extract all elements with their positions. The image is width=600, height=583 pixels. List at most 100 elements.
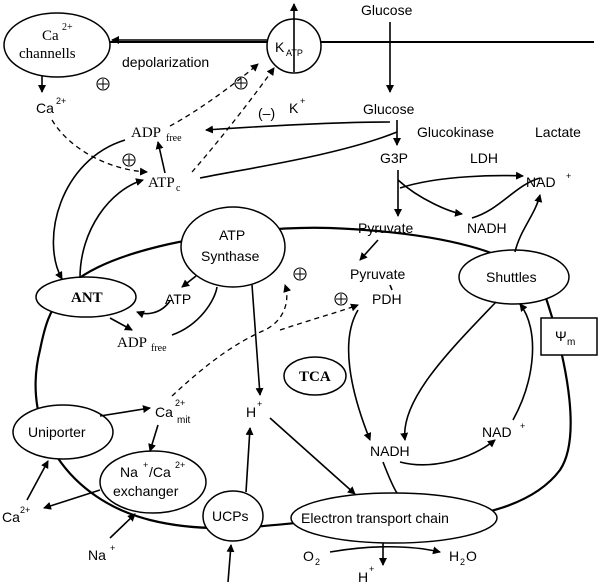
positive-regulation-icon [122, 153, 136, 167]
dash-camit-pdh [279, 303, 359, 331]
atp-synthase-node [180, 206, 286, 288]
arrow-atp-adp [155, 141, 166, 174]
arrow-nad-shuttles [512, 303, 534, 421]
pyruvate-cyto-label: Pyruvate [358, 220, 413, 236]
adp-free-mito-label: ADP [117, 335, 147, 351]
arrow-pyruvate-pdh [389, 284, 393, 291]
glucose-label: Glucose [363, 101, 415, 117]
arrow-ant-adp [109, 317, 133, 331]
exchanger-label-ca: /Ca [149, 464, 171, 480]
ucps-node [202, 490, 264, 542]
h-plus-out-sup: + [369, 564, 374, 574]
arrow-h-etc [269, 417, 356, 495]
exchanger-label-na: Na [120, 464, 138, 480]
na-plus-sup: + [110, 543, 115, 553]
katp-label: K [275, 39, 285, 55]
psi-label: Ψ [555, 328, 567, 344]
arrow-exchanger-caout [43, 489, 101, 510]
etc-label: Electron transport chain [301, 510, 449, 526]
ldh-label: LDH [470, 150, 498, 166]
ca-channels-label-2: channells [19, 46, 76, 62]
positive-regulation-icon [334, 292, 348, 306]
ca-mit-label: Ca [155, 404, 173, 420]
dash-adp-katp [169, 63, 259, 127]
h2o-tail: O [466, 548, 477, 564]
ca-cyto-label: Ca [36, 100, 54, 116]
exchanger-label-2: exchanger [113, 483, 179, 499]
arrow-adp-ant [52, 139, 126, 280]
atp-c-sub: c [176, 183, 181, 194]
nad-plus-mito-label: NAD [482, 424, 512, 440]
nadh-cyto-label: NADH [467, 220, 507, 236]
arrow-into-ucps [226, 544, 235, 583]
uniporter-node [12, 404, 114, 460]
arrow-g3p-nadh [397, 179, 463, 217]
arrow-uniporter-camit [99, 405, 151, 417]
h2o-sub: 2 [460, 557, 465, 567]
glucokinase-label: Glucokinase [417, 124, 494, 140]
tca-label: TCA [299, 369, 331, 385]
adp-free-cyto-label: ADP [131, 125, 161, 141]
pdh-label: PDH [372, 291, 402, 307]
glucose-top-label: Glucose [361, 2, 413, 18]
ant-node [35, 276, 137, 318]
atp-c-label: ATP [148, 175, 175, 191]
g3p-label: G3P [380, 150, 408, 166]
membrane-potential-box [540, 317, 598, 356]
h-plus-out-label: H [358, 569, 368, 583]
dash-atp-katp [191, 67, 275, 173]
positive-regulation-icon [293, 267, 307, 281]
arrow-glucose-adp [205, 121, 391, 134]
shuttles-label: Shuttles [486, 269, 537, 285]
psi-sub: m [567, 337, 575, 348]
arrow-atp-ant [136, 300, 171, 319]
arrow-nadh-nad [471, 177, 541, 219]
ant-label: ANT [71, 290, 103, 306]
adp-free-cyto-sub: free [166, 133, 182, 144]
o2-sub: 2 [315, 557, 320, 567]
shuttles-node [458, 249, 570, 305]
exchanger-sup-2plus: 2+ [175, 460, 185, 470]
arrow-na-exchanger [109, 513, 136, 539]
nad-plus-cyto-sup: + [566, 171, 571, 181]
line-g3p-atp [199, 131, 398, 179]
ucps-label: UCPs [212, 508, 249, 524]
arrow-pdh-nadh [347, 309, 372, 441]
arrow-camit-exchanger [148, 424, 159, 452]
arrow-shuttles-nadh [400, 301, 497, 441]
minus-label: (–) [258, 105, 275, 121]
etc-node [290, 492, 498, 544]
arrow-atpsynth-atp [181, 275, 197, 288]
dash-ca-atp [51, 119, 148, 176]
arrow-ucps-h [245, 427, 254, 493]
ca-cyto-sup: 2+ [56, 96, 66, 106]
ca-channels-sup: 2+ [62, 22, 73, 33]
ca-out-label: Ca [2, 509, 20, 525]
arrow-ant-atp [79, 178, 144, 279]
line-nadh-etc [382, 461, 398, 494]
arrow-nadh-etc [399, 439, 496, 466]
arrow-atpsynth-h [251, 284, 264, 396]
mitochondrion-membrane [34, 226, 572, 530]
o2-label: O [303, 548, 314, 564]
depolarization-label: depolarization [122, 54, 209, 70]
adp-free-mito-sub: free [151, 343, 167, 354]
h-plus-mito-label: H [246, 404, 256, 420]
lactate-label: Lactate [535, 124, 581, 140]
uniporter-label: Uniporter [28, 424, 86, 440]
positive-regulation-icon [96, 77, 110, 91]
h2o-label: H [449, 548, 459, 564]
tca-node [283, 356, 347, 396]
arrow-shuttles-nad [514, 194, 543, 253]
ca-mit-sub: mit [177, 415, 191, 426]
ca-channels-node [3, 12, 111, 78]
nadh-mito-label: NADH [370, 443, 410, 459]
exchanger-sup-plus: + [143, 460, 148, 470]
pyruvate-mito-label: Pyruvate [350, 266, 405, 282]
k-plus-sup: + [300, 96, 305, 106]
atp-synthase-label-1: ATP [219, 227, 245, 243]
arrow-o2-h2o [329, 545, 441, 555]
ca-channels-label-1: Ca [42, 28, 59, 44]
atp-synthase-label-2: Synthase [201, 248, 260, 264]
